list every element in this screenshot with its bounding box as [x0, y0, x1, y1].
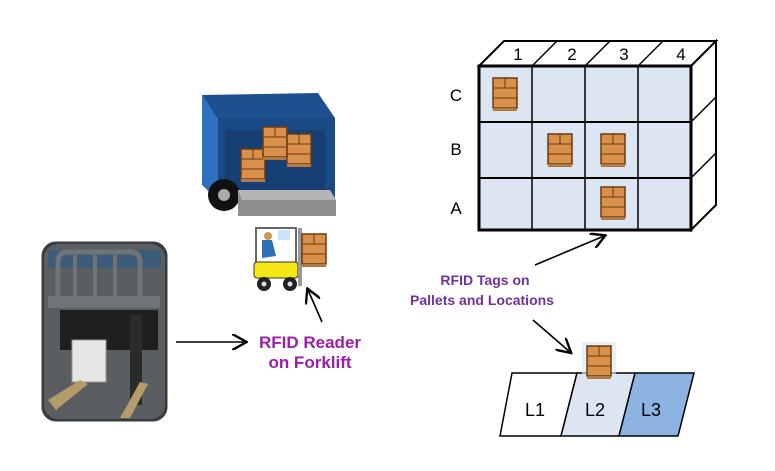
floor-label-L3: L3 — [641, 400, 661, 420]
floor-locations — [499, 342, 695, 437]
truck-icon — [202, 93, 336, 216]
column-label-2: 2 — [567, 45, 576, 64]
row-label-C: C — [450, 86, 462, 105]
pallet-A3 — [600, 186, 626, 221]
floor-label-L1: L1 — [525, 400, 545, 420]
arrow-to-rack — [534, 236, 604, 266]
pallet-C1 — [492, 77, 518, 112]
column-label-3: 3 — [619, 45, 628, 64]
row-label-A: A — [450, 199, 462, 218]
forklift-icon — [253, 227, 327, 291]
rfid-reader-box — [71, 339, 107, 383]
column-label-1: 1 — [513, 45, 522, 64]
floor-location-L3 — [618, 372, 695, 437]
pallet-B3 — [600, 133, 626, 168]
floor-label-L2: L2 — [585, 400, 605, 420]
reader-label-line2: on Forklift — [268, 353, 351, 372]
reader-label-line1: RFID Reader — [259, 333, 361, 352]
storage-rack — [476, 38, 719, 233]
tags-label-line2: Pallets and Locations — [410, 292, 554, 308]
tags-label-line1: RFID Tags on — [440, 272, 529, 288]
column-label-4: 4 — [676, 45, 685, 64]
arrow-to-forklift — [308, 290, 323, 323]
arrow-to-floor — [532, 319, 570, 352]
forklift-photo — [38, 238, 171, 425]
pallet-B2 — [547, 133, 573, 168]
pallet-L2 — [586, 345, 612, 380]
row-label-B: B — [450, 140, 461, 159]
